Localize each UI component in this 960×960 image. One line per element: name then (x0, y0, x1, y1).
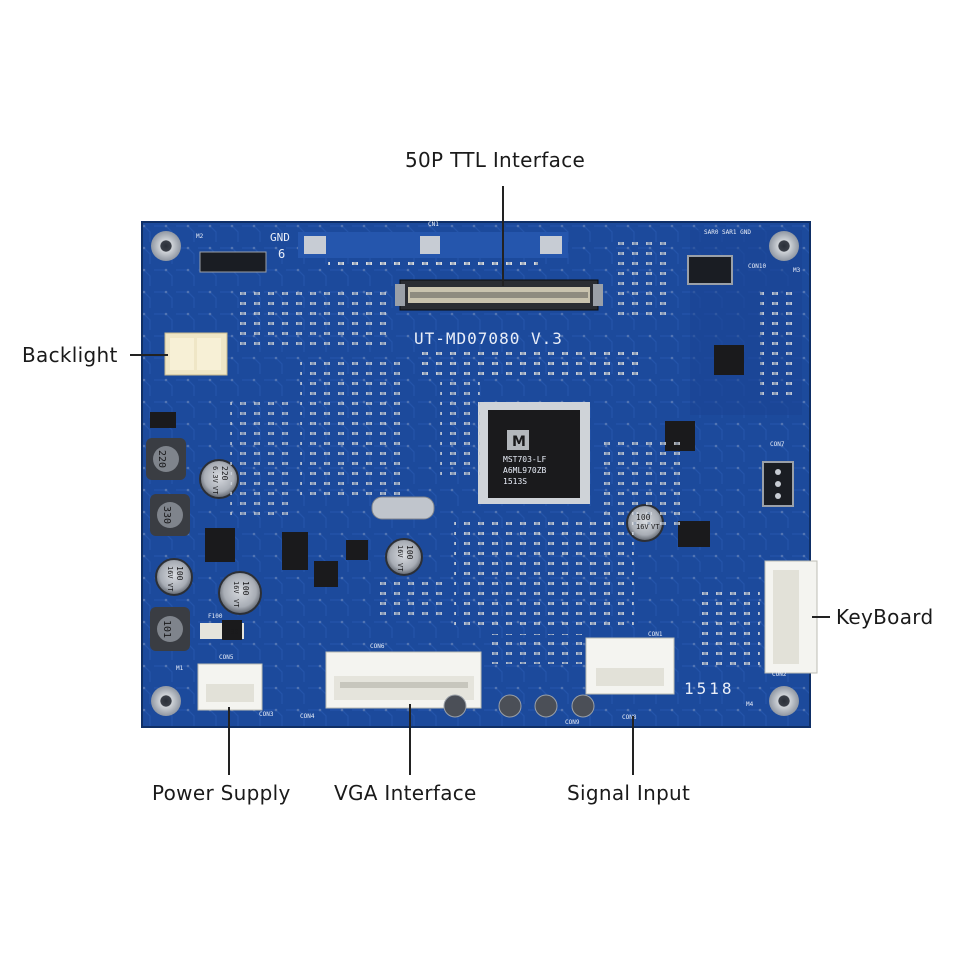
cap1-voltage: 6.3V (211, 466, 219, 484)
inductor1-text: 220 (156, 450, 167, 468)
cap4-code: VT (396, 563, 404, 572)
cap5-value: 100 (636, 513, 651, 522)
m1-label: M1 (176, 665, 184, 672)
small-connector (199, 251, 794, 507)
chip-line-2: A6ML970ZB (503, 466, 547, 475)
silkscreen: UT-MD07080 V.3 GND 6 SAR0 SAR1 GND MST70… (156, 221, 801, 726)
cap1-code: VT (211, 486, 219, 495)
m2-label: M2 (196, 233, 204, 240)
power-supply-label: Power Supply (152, 781, 291, 805)
backlight-label: Backlight (22, 343, 118, 367)
capacitor-markings: 220 6.3V VT 100 16V VT 100 16V VT 100 16… (166, 466, 660, 608)
main-chip: M (478, 402, 590, 504)
con5-label: CON5 (219, 654, 234, 661)
m4-label: M4 (746, 701, 754, 708)
six-label: 6 (278, 247, 285, 261)
con9-label: CON9 (565, 719, 580, 726)
cap5-voltage: 16V (636, 523, 649, 531)
con3-label: CON3 (259, 711, 274, 718)
signal-connector (585, 637, 675, 695)
misc-parts (150, 345, 744, 718)
smd-fields (230, 240, 800, 670)
inductor2-text: 330 (161, 506, 172, 524)
con6-label: CON6 (370, 643, 385, 650)
date-code: 1518 (684, 679, 735, 698)
f100-label: F100 (208, 613, 223, 620)
cap4-voltage: 16V (396, 545, 404, 558)
fuse-text: 200 (226, 628, 239, 636)
keyboard-connector (764, 560, 818, 674)
cap2-code: VT (166, 583, 174, 592)
cap5-code: VT (651, 523, 660, 531)
con2-label: CON2 (772, 671, 787, 678)
cap2-value: 100 (175, 566, 184, 581)
signal-input-label: Signal Input (567, 781, 691, 805)
board-model: UT-MD07080 V.3 (414, 329, 563, 348)
m3-label: M3 (793, 267, 801, 274)
sar-label: SAR0 SAR1 GND (704, 229, 751, 236)
cap3-code: VT (232, 599, 240, 608)
cap4-value: 100 (405, 545, 414, 560)
cn1-label: CN1 (428, 221, 439, 228)
cap3-voltage: 16V (232, 581, 240, 594)
callout-leaders (130, 186, 830, 775)
mounting-holes (151, 231, 799, 716)
con8-label: CON8 (622, 714, 637, 721)
backlight-connector (164, 332, 228, 376)
vga-interface-label: VGA Interface (334, 781, 477, 805)
power-connector (197, 663, 263, 711)
con1-label: CON1 (648, 631, 663, 638)
ttl-connector (395, 279, 603, 311)
ttl-interface-label: 50P TTL Interface (405, 148, 586, 172)
chip-line-3: 1513S (503, 477, 527, 486)
inductors (146, 438, 190, 651)
inductor3-text: 101 (161, 620, 172, 638)
cap1-value: 220 (220, 466, 229, 481)
gnd-label: GND (270, 231, 290, 244)
ttl-strip (298, 232, 568, 272)
con10-label: CON10 (748, 263, 766, 270)
keyboard-label: KeyBoard (836, 605, 934, 629)
con4-label: CON4 (300, 713, 315, 720)
svg-text:M: M (512, 434, 526, 450)
cap3-value: 100 (241, 581, 250, 596)
cap2-voltage: 16V (166, 566, 174, 579)
chip-line-1: MST703-LF (503, 455, 547, 464)
con7-label: CON7 (770, 441, 785, 448)
